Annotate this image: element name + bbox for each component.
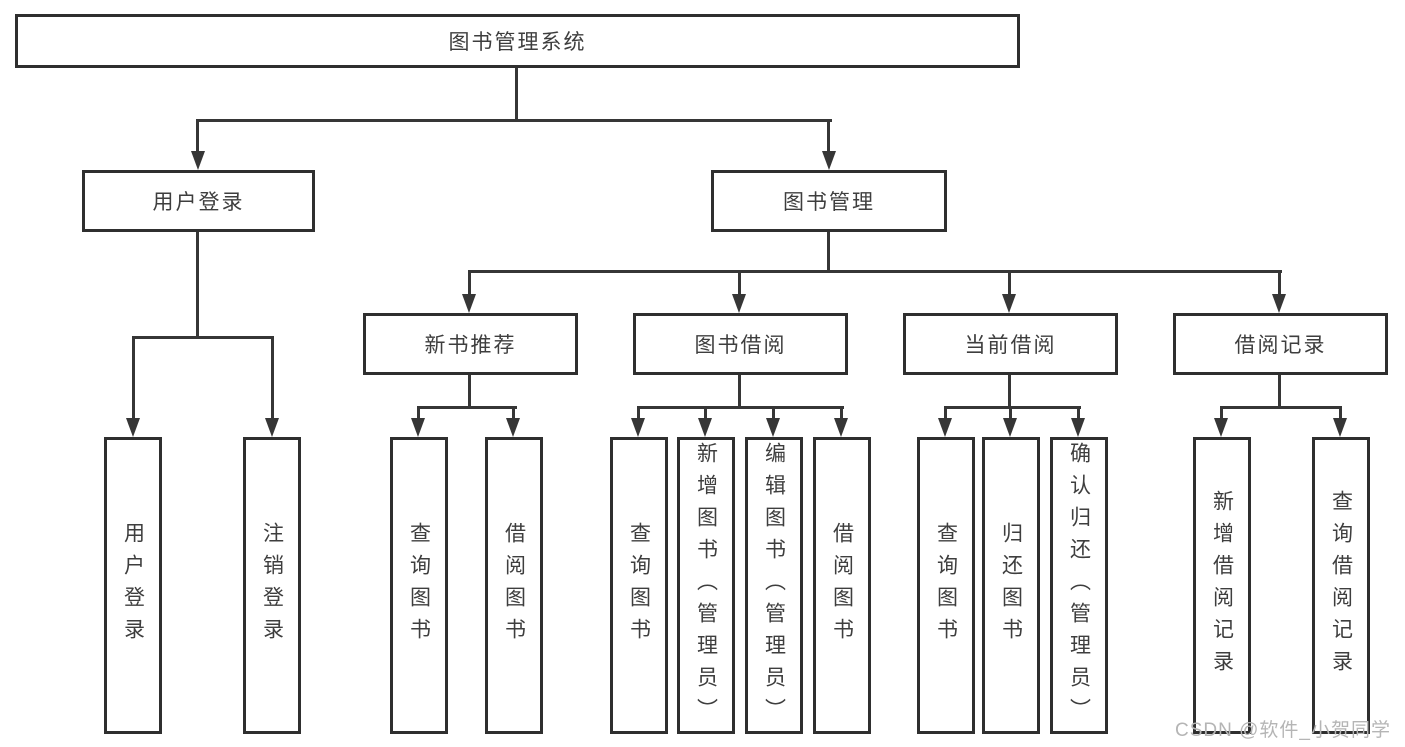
arrowhead-leaf (631, 418, 645, 437)
arrowhead-new-book-recommend (462, 294, 476, 313)
connector-drop (772, 406, 775, 420)
node-book-borrow: 图书借阅 (633, 313, 848, 375)
connector-drop (1220, 406, 1223, 420)
connector-drop (512, 406, 515, 420)
leaf-label: 编辑图书（管理员） (762, 441, 786, 730)
connector-records-rail (1220, 406, 1342, 409)
connector-drop (1339, 406, 1342, 420)
leaf-label: 确认归还（管理员） (1067, 441, 1091, 730)
leaf-recommend-borrow-books: 借阅图书 (485, 437, 543, 734)
connector-borrow-rail (637, 406, 844, 409)
leaf-user-login: 用户登录 (104, 437, 162, 734)
connector-drop-book-management (827, 119, 830, 153)
connector-drop-leaf-login (132, 336, 135, 420)
node-borrow-records: 借阅记录 (1173, 313, 1388, 375)
leaf-current-query-books: 查询图书 (917, 437, 975, 734)
connector-drop-borrow-records (1278, 270, 1281, 296)
arrowhead-user-login (191, 151, 205, 170)
leaf-current-confirm-return-admin: 确认归还（管理员） (1050, 437, 1108, 734)
node-label: 图书借阅 (694, 334, 787, 357)
connector-drop (704, 406, 707, 420)
leaf-recommend-query-books: 查询图书 (390, 437, 448, 734)
connector-drop-new-book-recommend (468, 270, 471, 296)
connector-recommend-stem (468, 375, 471, 409)
connector-root-stem (515, 68, 518, 121)
connector-drop-book-borrow (738, 270, 741, 296)
leaf-label: 查询图书 (934, 521, 958, 650)
leaf-label: 借阅图书 (830, 521, 854, 650)
arrowhead-leaf (766, 418, 780, 437)
arrowhead-leaf (1003, 418, 1017, 437)
connector-drop (417, 406, 420, 420)
connector-level1-rail (196, 119, 832, 122)
arrowhead-borrow-records (1272, 294, 1286, 313)
leaf-label: 归还图书 (999, 521, 1023, 650)
node-label: 借阅记录 (1234, 334, 1327, 357)
leaf-label: 新增借阅记录 (1210, 489, 1234, 682)
node-current-borrow: 当前借阅 (903, 313, 1118, 375)
connector-drop (1009, 406, 1012, 420)
arrowhead-leaf-logout (265, 418, 279, 437)
leaf-records-add-record: 新增借阅记录 (1193, 437, 1251, 734)
leaf-label: 新增图书（管理员） (694, 441, 718, 730)
node-label: 当前借阅 (964, 334, 1057, 357)
arrowhead-leaf (698, 418, 712, 437)
arrowhead-leaf (1071, 418, 1085, 437)
node-label: 图书管理 (783, 191, 875, 214)
arrowhead-leaf (938, 418, 952, 437)
csdn-watermark: CSDN @软件_小贺同学 (1175, 720, 1391, 741)
connector-current-rail (944, 406, 1081, 409)
connector-drop-leaf-logout (271, 336, 274, 420)
node-label: 用户登录 (152, 191, 245, 214)
connector-drop (1077, 406, 1080, 420)
node-library-management-system: 图书管理系统 (15, 14, 1020, 68)
connector-level2-rail (468, 270, 1282, 273)
connector-user-login-rail (132, 336, 274, 339)
leaf-borrow-edit-books-admin: 编辑图书（管理员） (745, 437, 803, 734)
connector-current-stem (1008, 375, 1011, 409)
arrowhead-leaf (1333, 418, 1347, 437)
arrowhead-leaf (1214, 418, 1228, 437)
arrowhead-book-management (822, 151, 836, 170)
leaf-label: 注销登录 (260, 521, 284, 650)
arrowhead-book-borrow (732, 294, 746, 313)
node-label: 图书管理系统 (448, 31, 587, 54)
connector-recommend-rail (417, 406, 517, 409)
arrowhead-leaf (834, 418, 848, 437)
connector-drop-current-borrow (1008, 270, 1011, 296)
connector-records-stem (1278, 375, 1281, 409)
leaf-borrow-borrow-books: 借阅图书 (813, 437, 871, 734)
leaf-label: 查询图书 (407, 521, 431, 650)
connector-book-management-stem (827, 232, 830, 273)
leaf-current-return-books: 归还图书 (982, 437, 1040, 734)
arrowhead-leaf (506, 418, 520, 437)
leaf-label: 查询图书 (627, 521, 651, 650)
leaf-label: 借阅图书 (502, 521, 526, 650)
connector-user-login-stem (196, 232, 199, 339)
connector-drop-user-login (196, 119, 199, 153)
node-new-book-recommend: 新书推荐 (363, 313, 578, 375)
arrowhead-leaf (411, 418, 425, 437)
leaf-borrow-query-books: 查询图书 (610, 437, 668, 734)
connector-drop (637, 406, 640, 420)
node-book-management-branch: 图书管理 (711, 170, 947, 232)
connector-borrow-stem (738, 375, 741, 409)
leaf-label: 查询借阅记录 (1329, 489, 1353, 682)
connector-drop (840, 406, 843, 420)
connector-drop (944, 406, 947, 420)
leaf-borrow-add-books-admin: 新增图书（管理员） (677, 437, 735, 734)
leaf-label: 用户登录 (121, 521, 145, 650)
arrowhead-current-borrow (1002, 294, 1016, 313)
node-user-login-branch: 用户登录 (82, 170, 315, 232)
node-label: 新书推荐 (424, 334, 517, 357)
leaf-logout: 注销登录 (243, 437, 301, 734)
leaf-records-query-record: 查询借阅记录 (1312, 437, 1370, 734)
arrowhead-leaf-login (126, 418, 140, 437)
